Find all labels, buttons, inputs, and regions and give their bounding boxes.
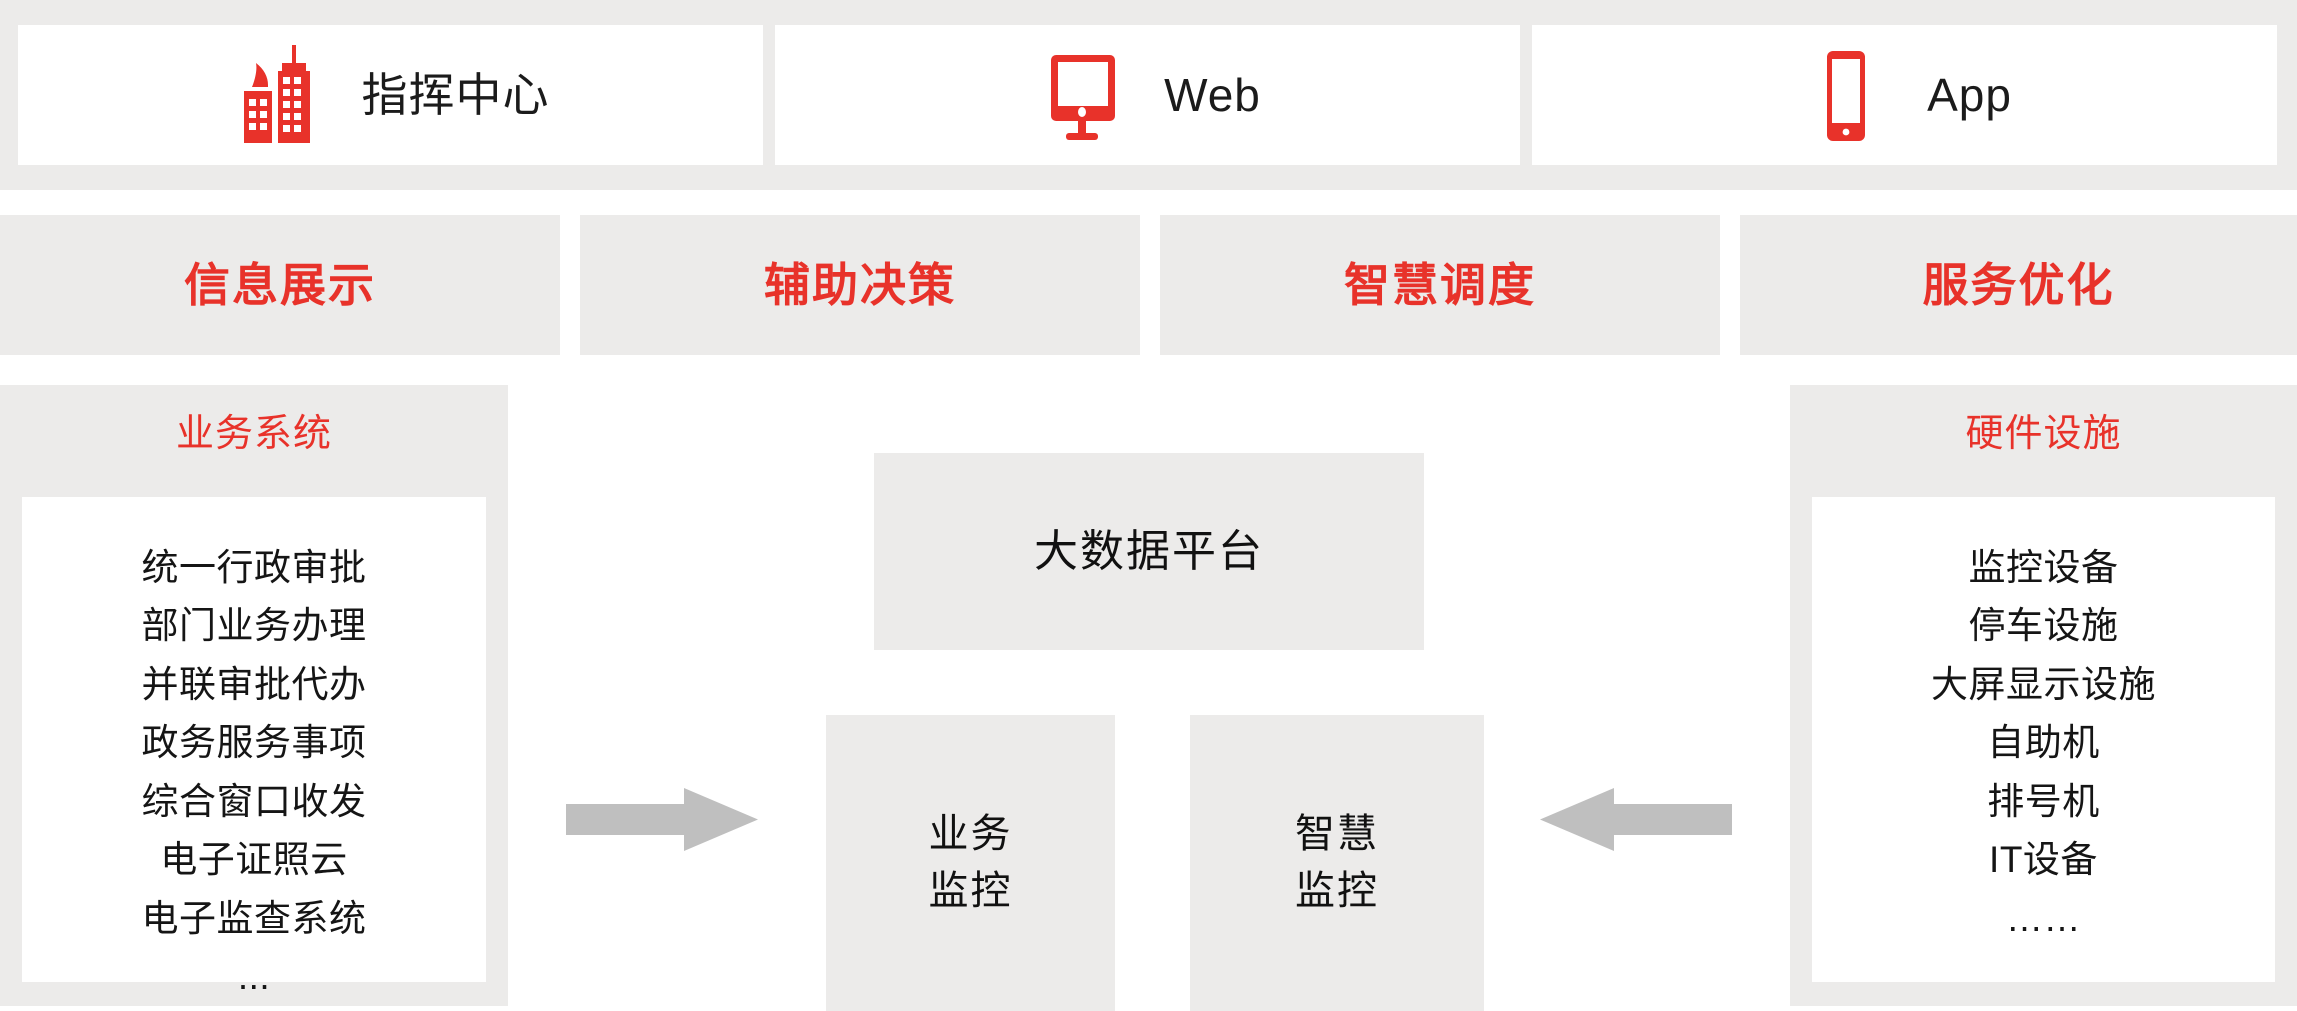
smartphone-icon bbox=[1797, 43, 1893, 147]
channel-label: App bbox=[1927, 69, 2012, 121]
monitor-label-line1: 业务 bbox=[928, 812, 1013, 857]
buildings-icon bbox=[232, 43, 328, 147]
panel-title: 业务系统 bbox=[175, 413, 332, 455]
list-item: IT设备 bbox=[1989, 839, 2098, 881]
list-item: 政务服务事项 bbox=[141, 722, 367, 764]
capability-box-decision-support[interactable]: 辅助决策 bbox=[580, 215, 1140, 355]
list-item: 统一行政审批 bbox=[141, 547, 367, 588]
list-item: 并联审批代办 bbox=[141, 663, 367, 705]
list-item: 停车设施 bbox=[1968, 605, 2119, 647]
channel-label: 指挥中心 bbox=[361, 69, 550, 121]
hardware-facilities-panel: 硬件设施 监控设备 停车设施 大屏显示设施 自助机 排号机 IT设备 …… bbox=[1790, 385, 2297, 1006]
hardware-facilities-list: 监控设备 停车设施 大屏显示设施 自助机 排号机 IT设备 …… bbox=[1812, 497, 2275, 982]
channel-card-app[interactable]: App bbox=[1532, 25, 2277, 165]
capability-label: 辅助决策 bbox=[764, 259, 956, 311]
capability-label: 智慧调度 bbox=[1344, 259, 1536, 311]
channel-band: 指挥中心 Web App bbox=[0, 0, 2297, 190]
business-systems-list: 统一行政审批 部门业务办理 并联审批代办 政务服务事项 综合窗口收发 电子证照云… bbox=[22, 497, 486, 997]
list-item: 综合窗口收发 bbox=[141, 780, 367, 822]
capability-box-service-optimization[interactable]: 服务优化 bbox=[1740, 215, 2297, 355]
monitor-label-line1: 智慧 bbox=[1295, 812, 1379, 857]
monitor-icon bbox=[1034, 43, 1130, 147]
panel-title: 硬件设施 bbox=[1965, 413, 2122, 455]
channel-label: Web bbox=[1164, 69, 1261, 121]
monitor-label-line2: 监控 bbox=[928, 869, 1013, 913]
business-monitoring-box[interactable]: 业务 监控 bbox=[826, 715, 1115, 1011]
bigdata-platform-box[interactable]: 大数据平台 bbox=[874, 453, 1424, 650]
channel-card-web[interactable]: Web bbox=[775, 25, 1520, 165]
list-item: 监控设备 bbox=[1968, 547, 2119, 588]
monitor-label-line2: 监控 bbox=[1295, 869, 1379, 913]
bigdata-platform-label: 大数据平台 bbox=[1034, 526, 1264, 576]
business-systems-panel: 业务系统 统一行政审批 部门业务办理 并联审批代办 政务服务事项 综合窗口收发 … bbox=[0, 385, 508, 1006]
capability-box-information-display[interactable]: 信息展示 bbox=[0, 215, 560, 355]
list-item: 自助机 bbox=[1987, 722, 2100, 764]
list-item: 部门业务办理 bbox=[141, 605, 367, 647]
arrow-right-icon bbox=[566, 788, 758, 851]
list-item: 大屏显示设施 bbox=[1931, 663, 2156, 705]
capability-box-smart-dispatch[interactable]: 智慧调度 bbox=[1160, 215, 1720, 355]
list-item-ellipsis: …… bbox=[2006, 897, 2081, 939]
capability-label: 信息展示 bbox=[184, 259, 376, 311]
list-item: 电子证照云 bbox=[160, 839, 348, 881]
channel-card-command-center[interactable]: 指挥中心 bbox=[18, 25, 763, 165]
list-item: 电子监查系统 bbox=[141, 897, 367, 939]
arrow-left-icon bbox=[1540, 788, 1732, 851]
list-item-ellipsis: ... bbox=[237, 956, 271, 998]
capability-label: 服务优化 bbox=[1922, 259, 2115, 311]
list-item: 排号机 bbox=[1987, 780, 2100, 822]
smart-monitoring-box[interactable]: 智慧 监控 bbox=[1190, 715, 1484, 1011]
